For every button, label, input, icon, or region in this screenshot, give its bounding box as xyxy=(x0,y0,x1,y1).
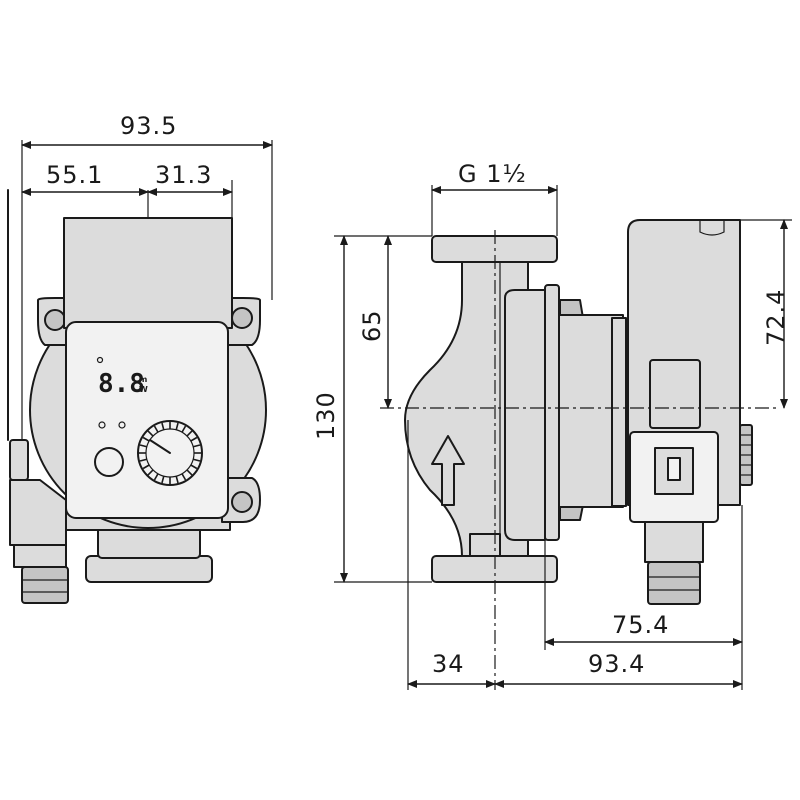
flow-direction-arrow-icon xyxy=(431,435,465,506)
connector-socket xyxy=(654,447,694,495)
status-led-2 xyxy=(118,421,126,429)
motor-collar xyxy=(611,317,627,507)
knob-tick xyxy=(139,444,148,448)
front-dimensions: 93.5 55.1 31.3 xyxy=(7,112,273,441)
knob-tick xyxy=(175,475,179,484)
knob-tick xyxy=(175,422,179,431)
dim-height-upper: 65 xyxy=(358,309,386,342)
knob-tick xyxy=(142,436,150,442)
dim-thread-size: G 1½ xyxy=(458,160,527,188)
control-panel xyxy=(65,321,229,519)
dim-overall-depth: 93.4 xyxy=(588,650,645,678)
front-view: 8.8 m W xyxy=(9,217,267,604)
dim-left-offset-front: 55.1 xyxy=(46,161,103,189)
dim-right-offset-front: 31.3 xyxy=(155,161,212,189)
drain-nut xyxy=(469,533,501,557)
knob-tick xyxy=(186,469,193,476)
dim-inlet-offset: 34 xyxy=(432,650,465,678)
motor-flange xyxy=(504,289,546,541)
knob-tick xyxy=(153,473,159,481)
knob-tick xyxy=(186,430,193,437)
bottom-flange xyxy=(85,555,213,583)
knob-tick xyxy=(181,473,187,481)
connector-pin xyxy=(667,457,681,481)
knob-tick xyxy=(190,436,198,442)
dim-motor-height: 72.4 xyxy=(762,289,790,346)
connector-plate xyxy=(649,359,701,429)
knob-tick xyxy=(147,469,154,476)
knob-tick xyxy=(142,464,150,470)
flange-ring xyxy=(544,284,560,541)
knob-tick xyxy=(192,458,201,462)
motor-head-top xyxy=(63,217,233,329)
display-digits: 8.8 xyxy=(98,369,145,399)
knob-tick xyxy=(139,458,148,462)
side-dimensions: G 1½ 130 65 72.4 75.4 34 93.4 xyxy=(312,160,792,690)
knob-tick xyxy=(153,425,159,433)
indicator-led xyxy=(96,356,104,364)
side-knob xyxy=(739,424,753,486)
side-view xyxy=(404,219,753,605)
push-button-icon[interactable] xyxy=(94,447,124,477)
knob-tick xyxy=(147,430,154,437)
dim-overall-width-front: 93.5 xyxy=(120,112,177,140)
dim-motor-depth: 75.4 xyxy=(612,611,669,639)
status-led-1 xyxy=(98,421,106,429)
display-unit-bottom: W xyxy=(139,385,148,394)
cable-gland-side xyxy=(644,521,704,563)
knob-tick xyxy=(181,425,187,433)
dim-overall-height: 130 xyxy=(312,391,340,440)
knob-tick xyxy=(161,422,165,431)
control-knob-icon[interactable] xyxy=(137,420,203,486)
cable-gland xyxy=(9,439,69,604)
knob-tick xyxy=(192,444,201,448)
knob-tick xyxy=(161,475,165,484)
knob-tick xyxy=(190,464,198,470)
gland-nut xyxy=(647,561,701,605)
display-unit-top: m xyxy=(139,375,147,384)
